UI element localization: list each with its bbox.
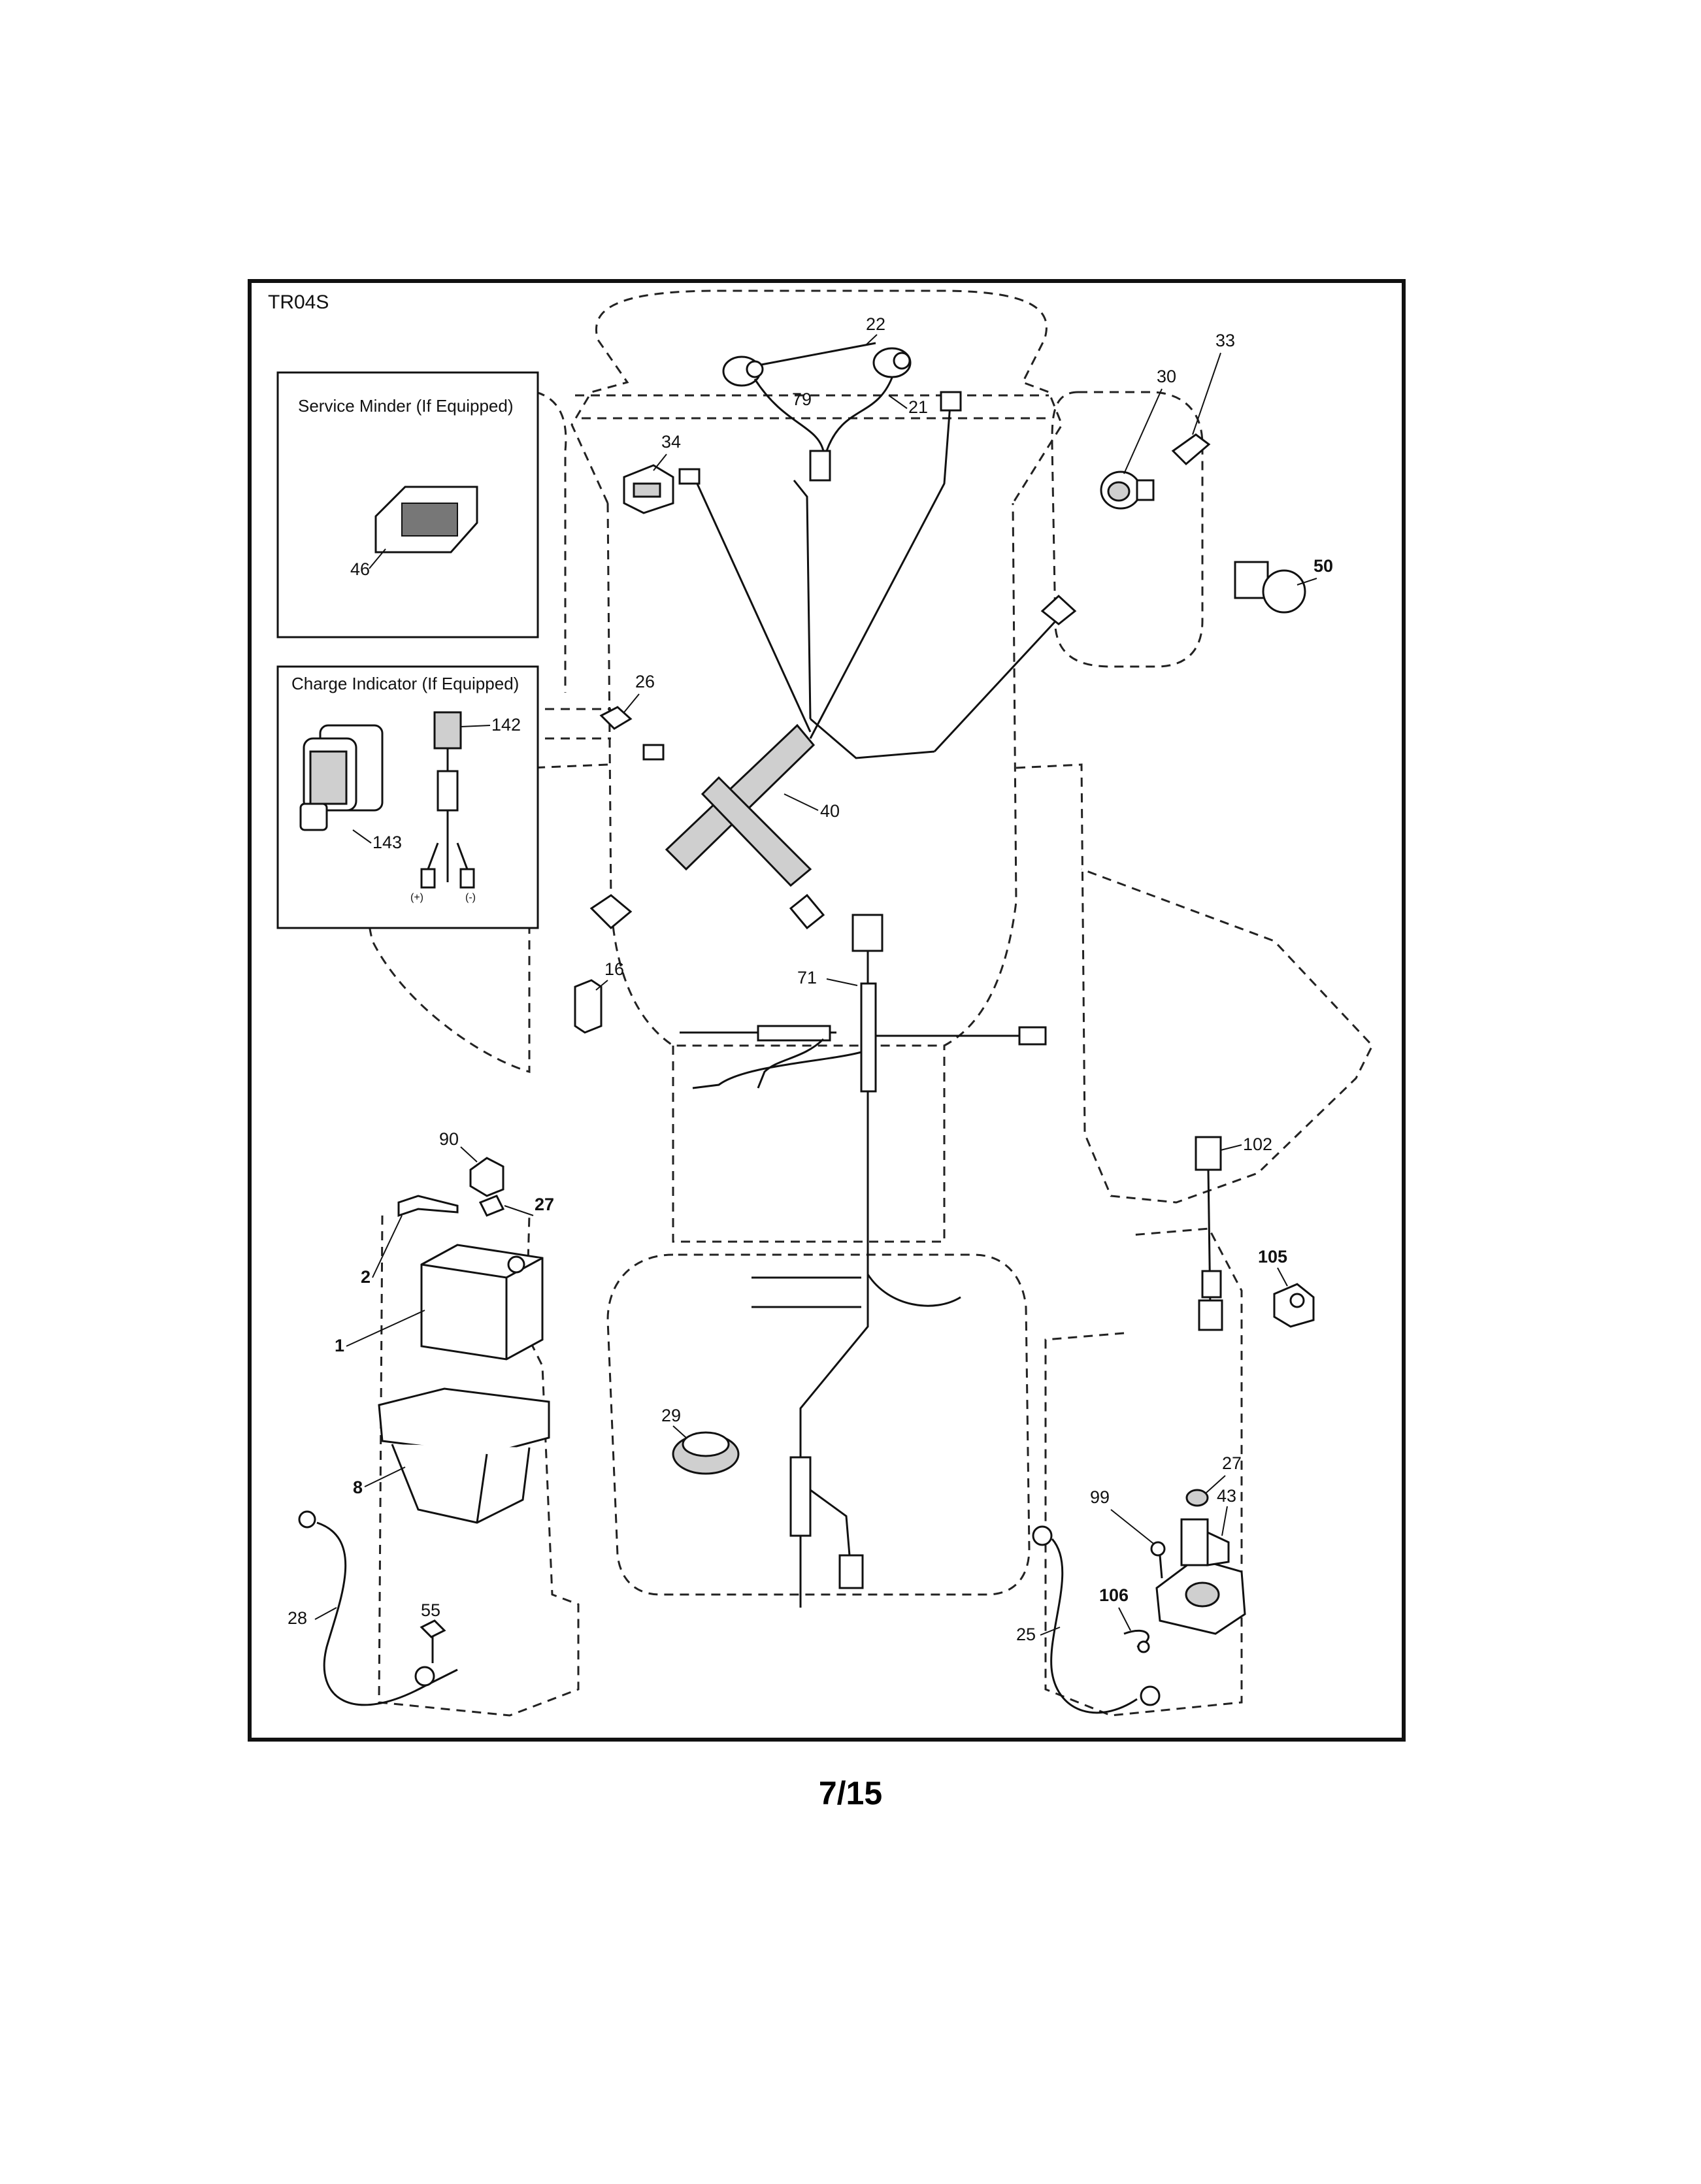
callout-43: 43: [1217, 1486, 1236, 1506]
rear-wire-harness: [680, 914, 1047, 1608]
callout-28: 28: [288, 1608, 307, 1628]
terminal-plus-label: (+): [410, 892, 423, 903]
callout-33: 33: [1215, 331, 1235, 350]
callout-143: 143: [372, 833, 402, 852]
callout-142: 142: [491, 715, 521, 735]
ignition-key: [1171, 433, 1211, 466]
callout-27b: 27: [1222, 1453, 1242, 1473]
callout-50: 50: [1313, 556, 1333, 576]
terminal-minus-label: (-): [465, 892, 476, 903]
charge-indicator-gauge: [299, 724, 384, 831]
diagram-frame: [248, 279, 1406, 1742]
switch-50: [1234, 561, 1306, 614]
callout-46: 46: [350, 559, 370, 579]
callout-21: 21: [908, 397, 928, 417]
callout-106: 106: [1099, 1585, 1129, 1605]
callout-27a: 27: [535, 1195, 554, 1214]
part-29: [672, 1431, 740, 1475]
service-minder-screen: [401, 503, 458, 537]
callout-105: 105: [1258, 1247, 1287, 1266]
headlight-harness: [722, 342, 912, 482]
callout-25: 25: [1016, 1625, 1036, 1644]
callout-16: 16: [604, 959, 624, 979]
charge-indicator-title: Charge Indicator (If Equipped): [291, 674, 519, 693]
callout-30: 30: [1157, 367, 1176, 386]
callout-8: 8: [353, 1478, 363, 1497]
callout-79: 79: [792, 389, 812, 409]
callout-2: 2: [361, 1267, 371, 1287]
battery-cable-negative: [298, 1510, 458, 1706]
bolt-99: [1150, 1541, 1166, 1579]
service-minder-title: Service Minder (If Equipped): [298, 396, 513, 416]
callout-102: 102: [1243, 1134, 1272, 1154]
starter-solenoid: [1155, 1518, 1246, 1635]
battery-nut: [478, 1195, 505, 1217]
callout-34: 34: [661, 432, 681, 452]
part-105: [1273, 1283, 1315, 1328]
switch-16: [574, 979, 603, 1034]
callout-29: 29: [661, 1406, 681, 1425]
bolt-55: [420, 1619, 446, 1663]
diagram-code: TR04S: [268, 291, 329, 313]
charge-indicator-inset: Charge Indicator (If Equipped) 143 142 (…: [276, 665, 539, 929]
switch-34: [623, 464, 674, 514]
callout-90: 90: [439, 1129, 459, 1149]
callout-40: 40: [820, 801, 840, 821]
part-102: [1195, 1136, 1223, 1331]
callout-22: 22: [866, 314, 885, 334]
battery-bolt: [397, 1195, 459, 1217]
callout-99: 99: [1090, 1487, 1110, 1507]
battery: [420, 1244, 544, 1361]
charge-indicator-harness: [420, 711, 475, 889]
callout-26: 26: [635, 672, 655, 691]
battery-tray: [378, 1387, 550, 1524]
callout-1: 1: [335, 1336, 344, 1355]
battery-cable-positive: [1032, 1525, 1161, 1714]
relay-26: [599, 706, 633, 730]
ignition-switch: [1100, 471, 1155, 510]
connector-90: [469, 1157, 504, 1197]
nut-27: [1185, 1489, 1209, 1507]
page-number: 7/15: [818, 1775, 883, 1812]
service-minder-inset: Service Minder (If Equipped) 46: [276, 371, 539, 638]
main-wire-harness: [589, 391, 1077, 930]
callout-71: 71: [797, 968, 817, 987]
callout-55: 55: [421, 1600, 440, 1620]
wire-106: [1123, 1629, 1150, 1653]
